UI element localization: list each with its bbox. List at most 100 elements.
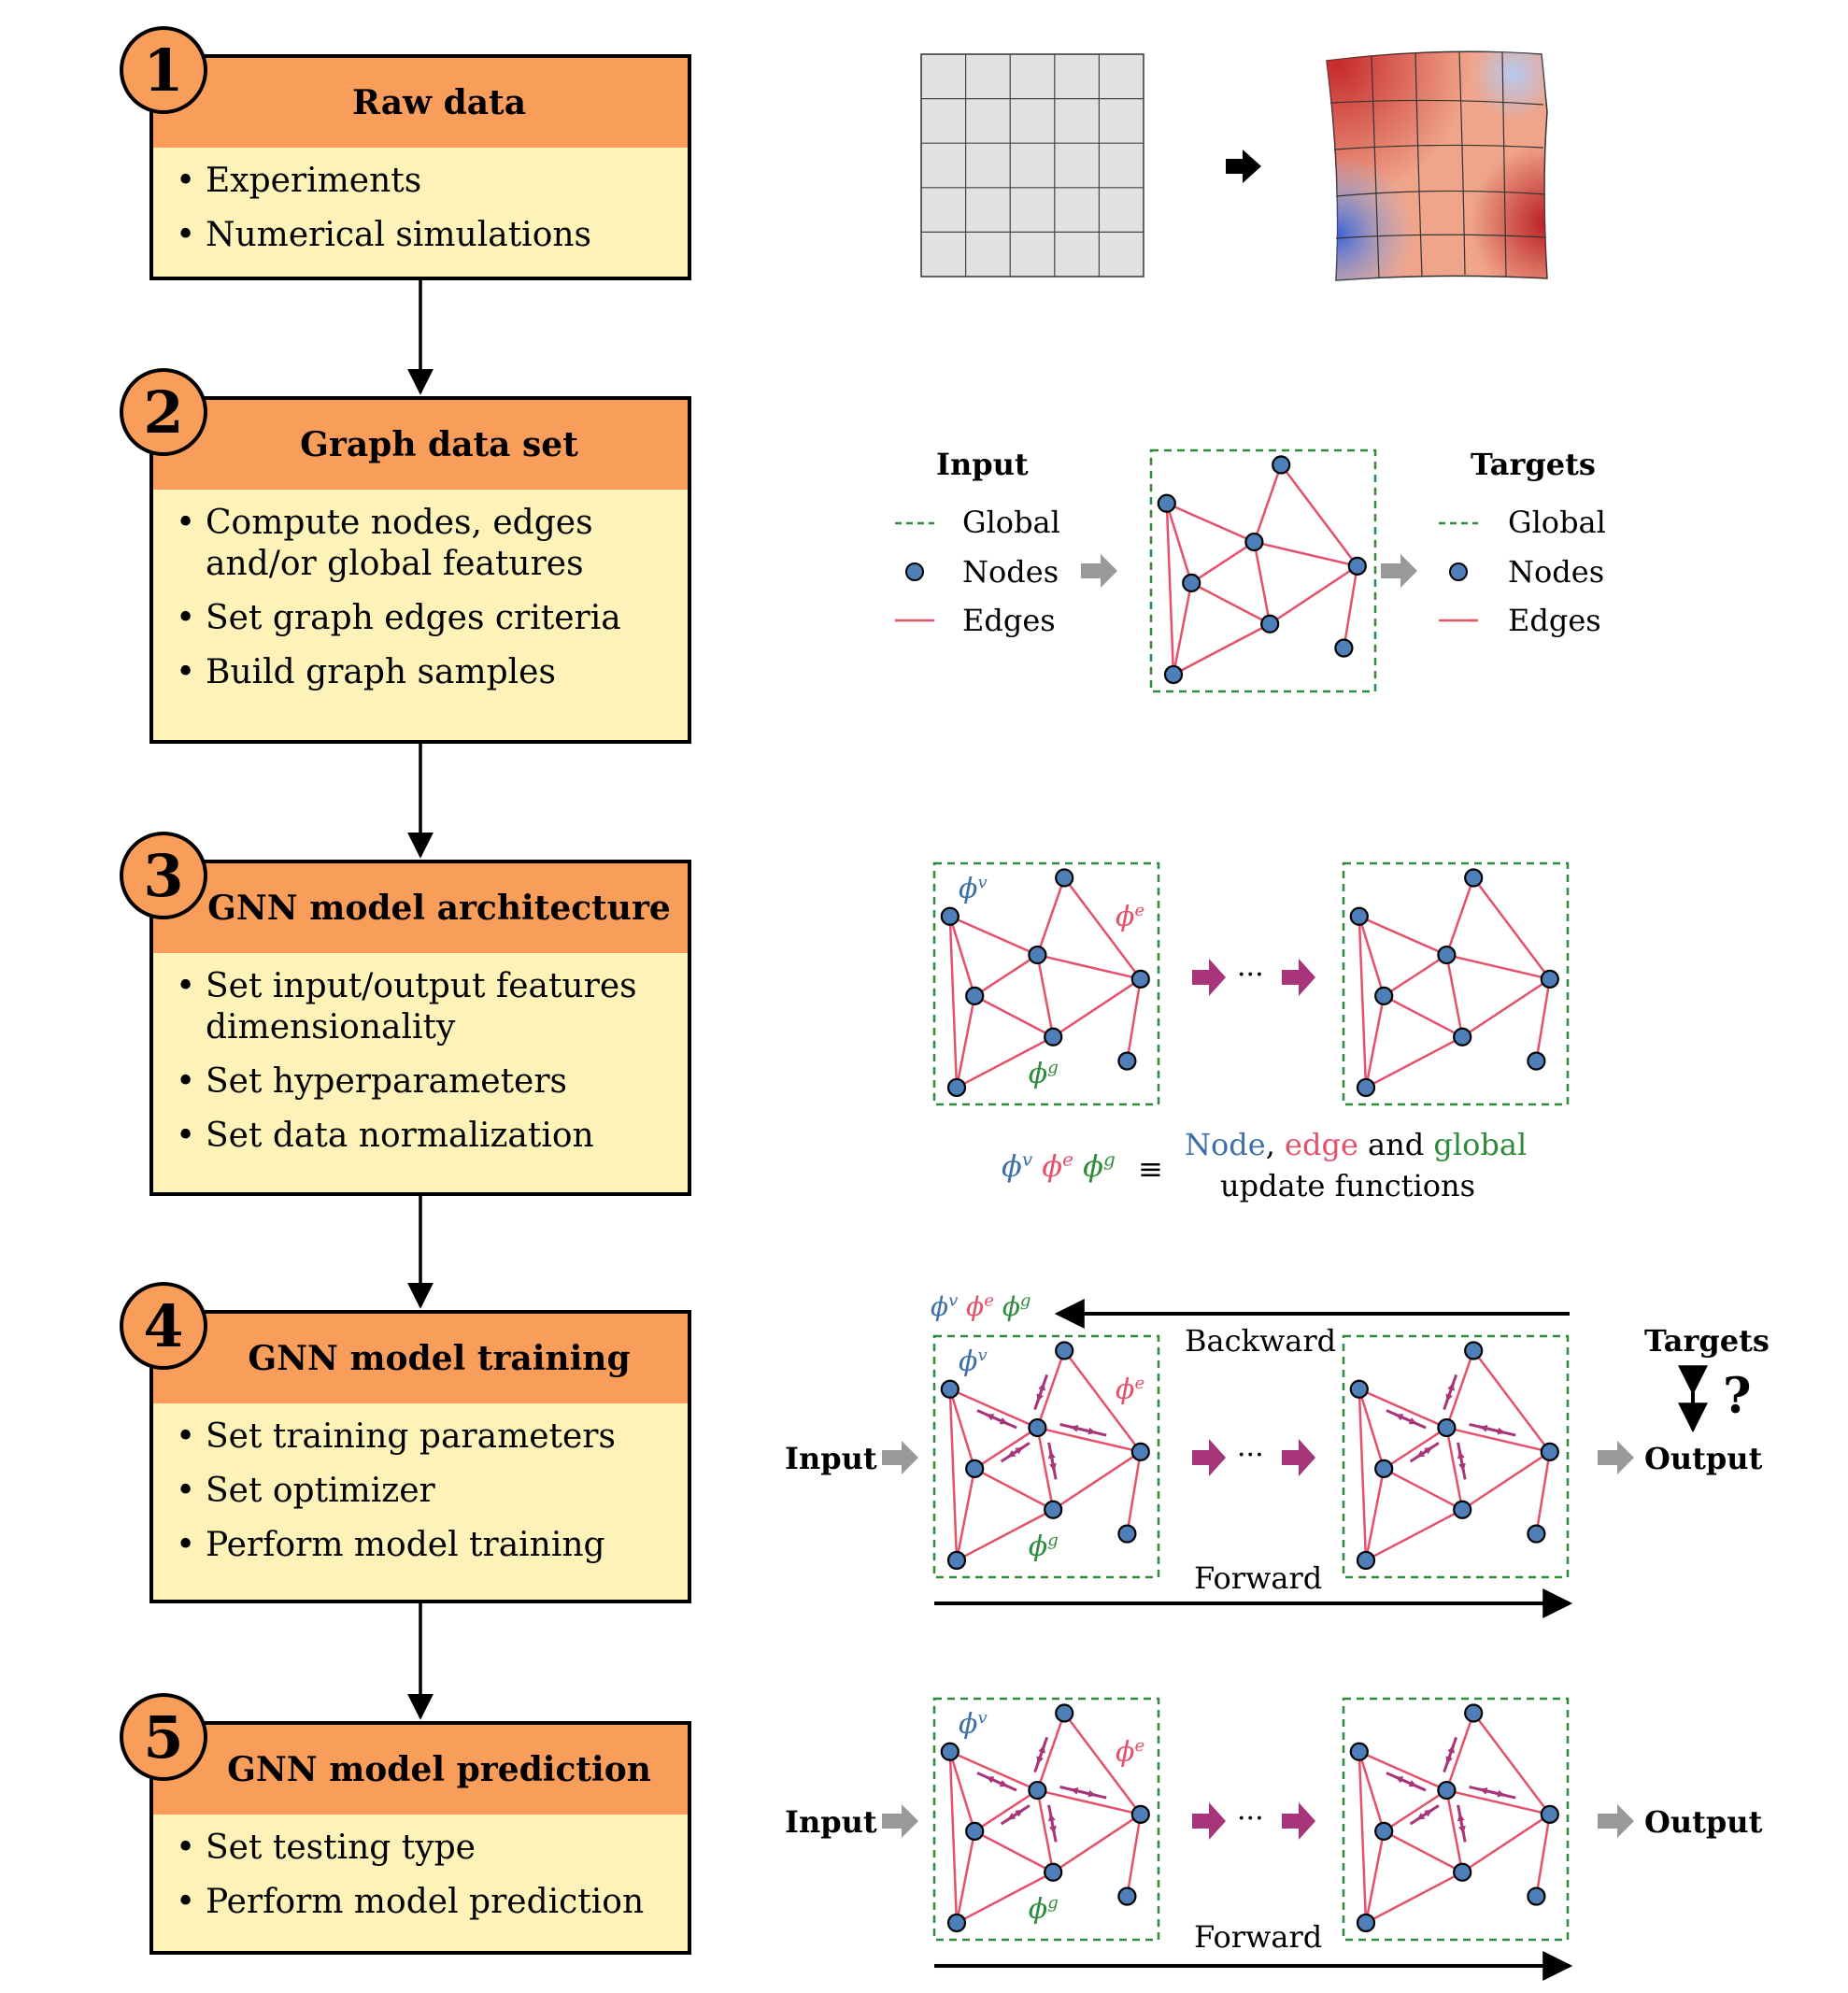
graph-edge: [1365, 1871, 1463, 1925]
graph-edge: [1036, 1713, 1066, 1791]
graph-edge: [1365, 1035, 1463, 1089]
gnn-block-first: [932, 861, 1160, 1106]
step-4-title: GNN model training: [153, 1314, 688, 1403]
targets-legend-title: Targets: [1471, 447, 1596, 482]
graph-edge: [1037, 1426, 1142, 1454]
graph-edge: [1383, 1426, 1448, 1470]
graph-edge: [1165, 503, 1175, 675]
question-mark: ?: [1723, 1368, 1752, 1425]
message-arrowhead: [1087, 1427, 1097, 1435]
architecture-arrows: [1192, 959, 1315, 996]
step-5-title: GNN model prediction: [153, 1725, 688, 1815]
message-arrowhead: [1038, 1382, 1045, 1391]
phi-v: ϕv: [1002, 1147, 1033, 1184]
graph-edge: [1446, 1788, 1551, 1816]
phi-e-label: ϕe: [1116, 901, 1145, 933]
graph-edge: [1446, 1426, 1551, 1454]
graph-node: [1055, 868, 1074, 888]
graph-edge: [1254, 540, 1358, 568]
graph-edge: [1358, 915, 1447, 957]
graph-node: [946, 1550, 967, 1571]
backward-label: Backward: [1185, 1323, 1337, 1359]
step-4-item: Set training parameters: [172, 1416, 669, 1458]
prediction-block-last: [1342, 1697, 1570, 1942]
forward-label: Forward: [1194, 1560, 1323, 1596]
update-caption-line2: update functions: [1220, 1168, 1475, 1203]
graph-edge: [1037, 1788, 1142, 1816]
graph-node: [1130, 969, 1150, 989]
graph-node: [1464, 1341, 1484, 1360]
targets-legend-nodes: Nodes: [1508, 554, 1605, 590]
graph-edge: [1535, 1814, 1552, 1897]
graph-edge: [1445, 1713, 1475, 1791]
graph-edge: [1166, 502, 1255, 544]
graph-node: [1044, 1027, 1063, 1046]
message-arrowhead: [1447, 1744, 1455, 1754]
global-box: [932, 861, 1160, 1106]
graph-edge: [1461, 1813, 1551, 1873]
graph-edge: [1383, 1829, 1463, 1873]
graph-edge: [955, 1468, 976, 1561]
graph-node: [965, 1459, 985, 1479]
phi-e-label: ϕe: [1116, 1736, 1145, 1769]
phi-g-label: ϕg: [1028, 1530, 1059, 1563]
graph-node: [1117, 1886, 1137, 1906]
targets-legend: [1439, 521, 1478, 622]
graph-edge: [1445, 1789, 1464, 1872]
step-2-item: Set graph edges criteria: [172, 598, 669, 639]
graph-edge: [1126, 1814, 1143, 1897]
graph-edge: [1383, 1467, 1463, 1511]
graph-edge: [949, 915, 1038, 957]
graph-node: [1028, 1417, 1047, 1438]
step-3-item: Set data normalization: [172, 1116, 669, 1157]
graph-edge: [974, 1788, 1039, 1832]
graph-node: [1453, 1862, 1472, 1882]
phi-v-label: ϕv: [959, 1708, 988, 1741]
graph-node: [1374, 1459, 1394, 1479]
graph-node: [1527, 1051, 1546, 1071]
graph-edge: [974, 1829, 1054, 1873]
step-3-item: Set hyperparameters: [172, 1061, 669, 1103]
message-arrowhead: [1447, 1382, 1455, 1391]
graph-node: [1260, 614, 1280, 633]
input-legend-edges: Edges: [962, 603, 1056, 638]
graph-to-targets-arrow-icon: [1381, 554, 1417, 588]
phi-v-label: ϕv: [959, 1345, 988, 1378]
phi-backward-legend: ϕv ϕe ϕg: [931, 1291, 1031, 1323]
graph-edge: [956, 1035, 1054, 1089]
global-box: [1149, 448, 1377, 693]
prediction-arrows: [882, 1802, 1634, 1840]
ellipsis: ···: [1237, 959, 1264, 991]
graph-node: [1437, 945, 1457, 965]
training-ellipsis: ···: [1237, 1439, 1264, 1472]
step-4-number: 4: [120, 1282, 207, 1370]
graph-edge: [1052, 1450, 1142, 1511]
deformed-mesh: [1326, 50, 1548, 281]
graph-edge: [955, 1830, 976, 1924]
message-arrowhead: [1416, 1449, 1426, 1458]
graph-edge: [1358, 1750, 1447, 1792]
graph-edge: [1190, 540, 1256, 584]
phi-g-label: ϕg: [1028, 1058, 1059, 1090]
graph-node: [1374, 986, 1394, 1006]
graph-edge: [974, 994, 1054, 1038]
phi-legend: ϕv ϕe ϕg: [1002, 1147, 1116, 1184]
deform-arrow-icon: [1226, 149, 1261, 183]
graph-edge: [948, 1751, 959, 1923]
graph-node: [1349, 1379, 1369, 1399]
graph-node: [1356, 1077, 1376, 1098]
graph-edge: [1358, 1388, 1368, 1560]
global-box: [1342, 1334, 1570, 1579]
graph-edge: [1383, 994, 1463, 1038]
graph-node: [1349, 1742, 1369, 1761]
graph-edge: [955, 995, 976, 1089]
message-arrowhead: [1049, 1462, 1057, 1472]
graph-edge: [1358, 1388, 1386, 1470]
step-2-title: Graph data set: [153, 400, 688, 490]
graph-edge: [1036, 1350, 1066, 1429]
message-arrowhead: [1497, 1789, 1506, 1798]
graph-edge: [974, 1467, 1054, 1511]
graph-node: [1349, 906, 1369, 926]
graph-edge: [1036, 1789, 1055, 1872]
training-targets-label: Targets: [1644, 1323, 1770, 1359]
